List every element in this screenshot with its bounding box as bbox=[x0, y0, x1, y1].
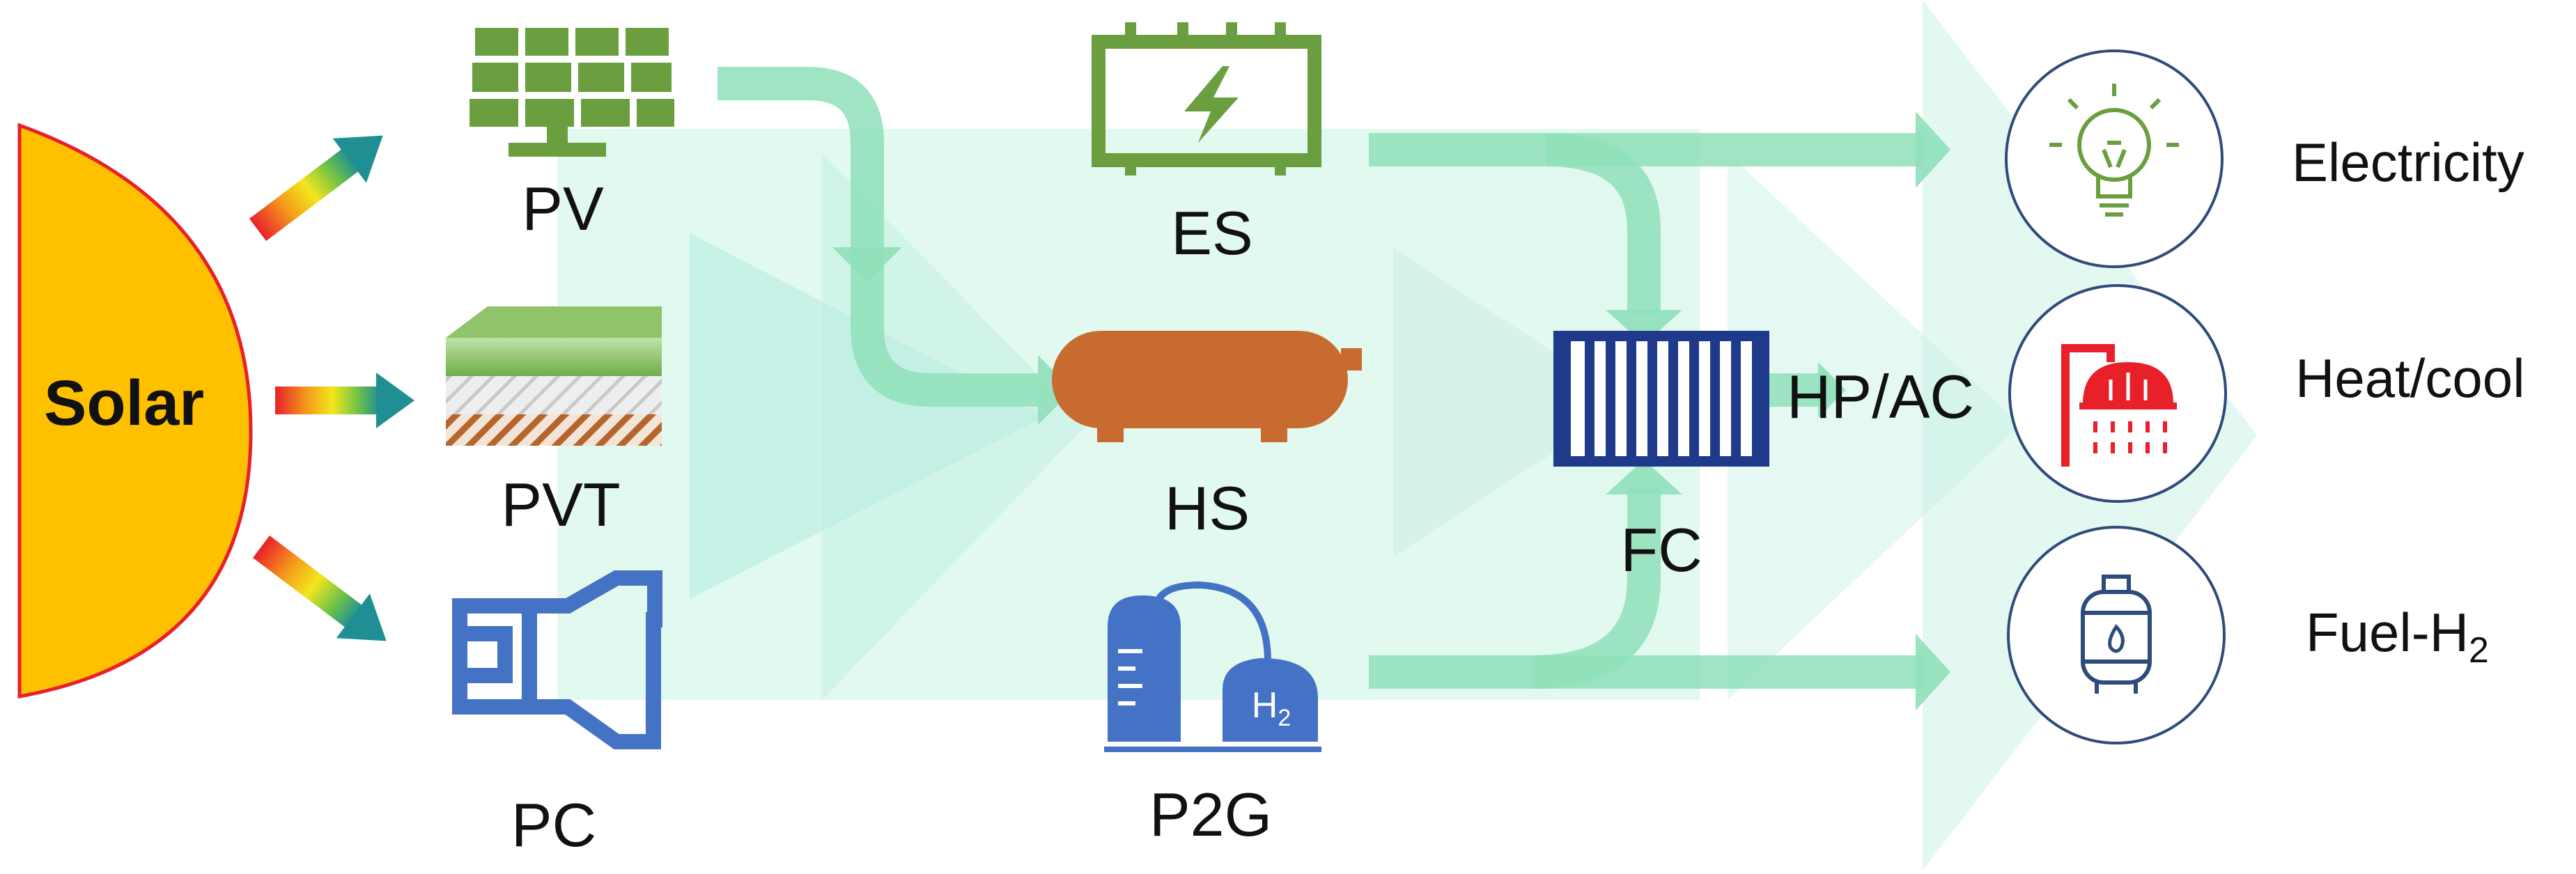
flow-arrowheads bbox=[832, 111, 1950, 710]
gas-cylinder-icon bbox=[2081, 575, 2152, 694]
pvt-collector-icon bbox=[446, 306, 662, 446]
pv-label: PV bbox=[522, 174, 604, 243]
radiation-arrow-pc bbox=[252, 536, 387, 641]
hpac-label: HP/AC bbox=[1787, 362, 1974, 431]
pvt-label: PVT bbox=[501, 470, 620, 539]
battery-icon bbox=[1092, 22, 1321, 175]
lightning-bolt-icon bbox=[1184, 66, 1239, 143]
solar-source: Solar bbox=[17, 123, 253, 699]
heat-cool-label: Heat/cool bbox=[2295, 348, 2525, 409]
hydrogen-tank-icon bbox=[1052, 331, 1362, 442]
pv-panel-icon bbox=[470, 28, 674, 157]
electricity-label: Electricity bbox=[2292, 132, 2524, 193]
radiation-arrow-pvt bbox=[275, 373, 414, 428]
solar-half-disc bbox=[17, 123, 253, 699]
output-heat-cool bbox=[2008, 284, 2227, 503]
solar-label: Solar bbox=[44, 368, 204, 439]
fuel-cell-icon bbox=[1553, 331, 1769, 467]
flow-pipes bbox=[717, 67, 1923, 689]
radiation-arrows bbox=[249, 135, 414, 641]
flow-backdrop bbox=[557, 0, 2257, 871]
light-bulb-icon bbox=[2049, 84, 2179, 217]
output-electricity bbox=[2005, 49, 2224, 268]
shower-icon bbox=[2061, 344, 2177, 467]
fc-label: FC bbox=[1620, 515, 1702, 584]
output-fuel-h2 bbox=[2007, 526, 2226, 744]
hs-label: HS bbox=[1165, 474, 1250, 543]
pc-label: PC bbox=[511, 790, 596, 859]
radiation-arrow-pv bbox=[249, 135, 383, 241]
es-label: ES bbox=[1171, 198, 1252, 267]
pc-collector-icon bbox=[452, 570, 662, 749]
p2g-tank-label: H2 bbox=[1252, 685, 1291, 731]
p2g-icon bbox=[1104, 581, 1321, 752]
p2g-label: P2G bbox=[1149, 780, 1272, 849]
fuel-h2-label: Fuel-H2 bbox=[2306, 602, 2489, 671]
